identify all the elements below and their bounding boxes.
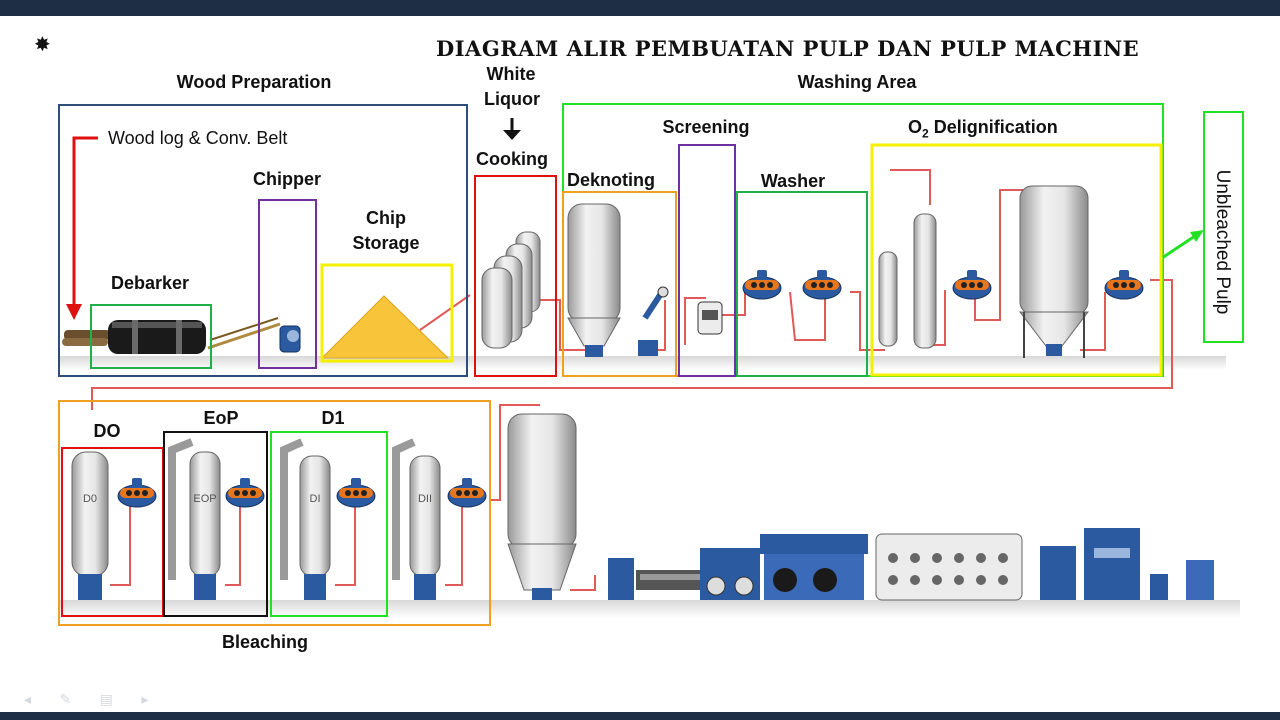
label-chip-storage-line1: Chip: [366, 208, 406, 228]
label-wood-preparation: Wood Preparation: [176, 72, 332, 92]
arrow-to-unbleached: [1161, 232, 1199, 260]
page-title: DIAGRAM ALIR PEMBUATAN PULP DAN PULP MAC…: [436, 36, 1140, 61]
label-bleaching: Bleaching: [221, 632, 309, 652]
chip-conveyor: [207, 317, 281, 350]
screen-machine: [697, 301, 723, 335]
label-white-liquor-line1: White: [486, 64, 536, 84]
bottom-frame-bar: [0, 712, 1280, 720]
arrowhead-unbleached: [1190, 230, 1204, 242]
label-do: DO: [93, 421, 121, 441]
label-eop: EoP: [203, 408, 239, 428]
slide: D0 EOP DI DII ✸ DIAGRAM ALIR PEMBUATAN P…: [0, 16, 1280, 712]
box-cooking: [474, 175, 557, 377]
wood-log-pointer: [72, 136, 98, 306]
tower-label-dii: DII: [418, 493, 432, 505]
deknotting-tank: [567, 203, 669, 357]
pulp-machine-line: [608, 528, 1214, 601]
box-screening: [678, 144, 736, 377]
box-o2-delignification: [870, 143, 1163, 377]
box-debarker: [90, 304, 212, 369]
storage-tower: [507, 413, 577, 600]
label-chip-storage-line2: Storage: [352, 233, 420, 253]
floor-top: [60, 356, 1226, 370]
o2-prefix: O: [908, 117, 923, 137]
down-arrow-head: [503, 130, 521, 140]
digester-vessels: [481, 231, 541, 349]
wood-log-arrowhead: [66, 304, 82, 320]
slide-nav-controls[interactable]: ◂ ✎ ▤ ▸: [24, 692, 161, 708]
box-unbleached-pulp: [1203, 111, 1244, 343]
floor-bottom: [60, 600, 1240, 618]
tower-label-di: DI: [310, 493, 321, 505]
label-o2-delignification: O2 Delignification: [908, 118, 1058, 140]
label-white-liquor-line2: Liquor: [484, 89, 540, 109]
gear-icon: ✸: [34, 32, 51, 56]
chip-pile: [320, 295, 450, 359]
tower-label-eop: EOP: [193, 493, 216, 505]
tower-label-d0: D0: [83, 493, 97, 505]
box-washer: [736, 191, 868, 377]
process-diagram: D0 EOP DI DII: [58, 103, 1244, 626]
box-chip-storage: [320, 263, 454, 363]
debarker-drum: [108, 320, 206, 354]
box-eop: [163, 431, 268, 617]
label-screening: Screening: [662, 117, 750, 137]
label-deknoting: Deknoting: [567, 170, 655, 190]
label-washing-area: Washing Area: [797, 72, 917, 92]
bleaching-towers: [71, 438, 441, 600]
box-chipper: [258, 199, 317, 369]
box-deknoting: [562, 191, 677, 377]
wood-log-conveyor: [62, 330, 110, 346]
label-washer: Washer: [760, 171, 826, 191]
label-cooking: Cooking: [476, 149, 548, 169]
o2-subscript: 2: [922, 126, 929, 141]
piping: [91, 169, 1173, 591]
oxygen-towers: [878, 185, 1090, 358]
o2-suffix: Delignification: [928, 117, 1058, 137]
label-wood-log: Wood log & Conv. Belt: [108, 128, 288, 148]
label-d1: D1: [321, 408, 345, 428]
label-chipper: Chipper: [252, 169, 322, 189]
label-debarker: Debarker: [110, 273, 190, 293]
chipper-machine: [279, 325, 301, 353]
top-frame-bar: [0, 0, 1280, 16]
box-d1: [270, 431, 388, 617]
box-bleaching: [58, 400, 491, 626]
box-wood-preparation: [58, 104, 468, 377]
label-unbleached-pulp: Unbleached Pulp: [1212, 169, 1233, 315]
